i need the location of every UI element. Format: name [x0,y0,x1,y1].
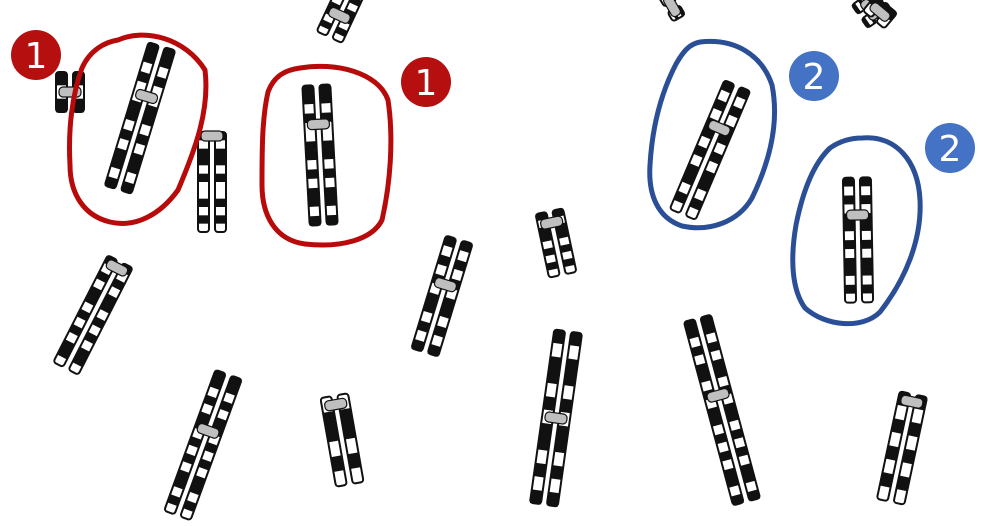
band [198,149,209,158]
band [306,160,317,170]
band [215,199,226,208]
chromatid [860,177,873,302]
band [215,190,226,199]
band [843,186,854,195]
band [305,132,316,142]
band [845,285,856,294]
band [215,207,226,216]
badge-1-left: 1 [11,30,61,80]
band [326,206,337,216]
band [861,222,872,231]
band [861,267,872,276]
band [215,157,226,166]
centromere [846,210,868,220]
band [215,165,226,174]
band [198,182,209,191]
badge-2-right-label: 2 [939,129,962,170]
band [198,215,209,224]
centromere [201,131,223,141]
band [198,140,209,149]
band [309,206,320,216]
chromatid [843,178,856,303]
badge-1-right-label: 1 [415,63,438,104]
band [323,150,334,160]
badge-2-left: 2 [789,51,839,101]
chromatid [215,132,226,232]
band [306,150,317,160]
badge-1-right: 1 [401,57,451,107]
badge-2-right: 2 [925,123,975,173]
band [845,276,856,285]
band [325,187,336,197]
band [844,258,855,267]
band [56,99,67,113]
band [215,149,226,158]
band [323,159,334,169]
band [308,188,319,198]
band [305,141,316,151]
band [308,197,319,207]
band [56,72,67,86]
band [861,258,872,267]
band [215,215,226,224]
chromatid [198,132,209,232]
band [198,190,209,199]
band [325,196,336,206]
band [303,104,314,114]
band [198,207,209,216]
band [844,231,855,240]
band [322,140,333,150]
band [215,174,226,183]
band [324,178,335,188]
band [198,157,209,166]
band [320,94,331,104]
band [324,168,335,178]
band [844,240,855,249]
band [198,199,209,208]
band [215,182,226,191]
band [215,140,226,149]
band [861,231,872,240]
band [844,222,855,231]
band [844,267,855,276]
band [861,249,872,258]
band [862,275,873,284]
band [307,169,318,179]
band [862,284,873,293]
band [322,131,333,141]
band [861,240,872,249]
band [843,195,854,204]
band [860,195,871,204]
band [198,174,209,183]
badge-1-left-label: 1 [25,36,48,77]
centromere [307,119,329,130]
band [320,103,331,113]
band [860,186,871,195]
band [303,95,314,105]
badge-2-left-label: 2 [803,57,826,98]
band [198,165,209,174]
band [844,249,855,258]
band [307,178,318,188]
